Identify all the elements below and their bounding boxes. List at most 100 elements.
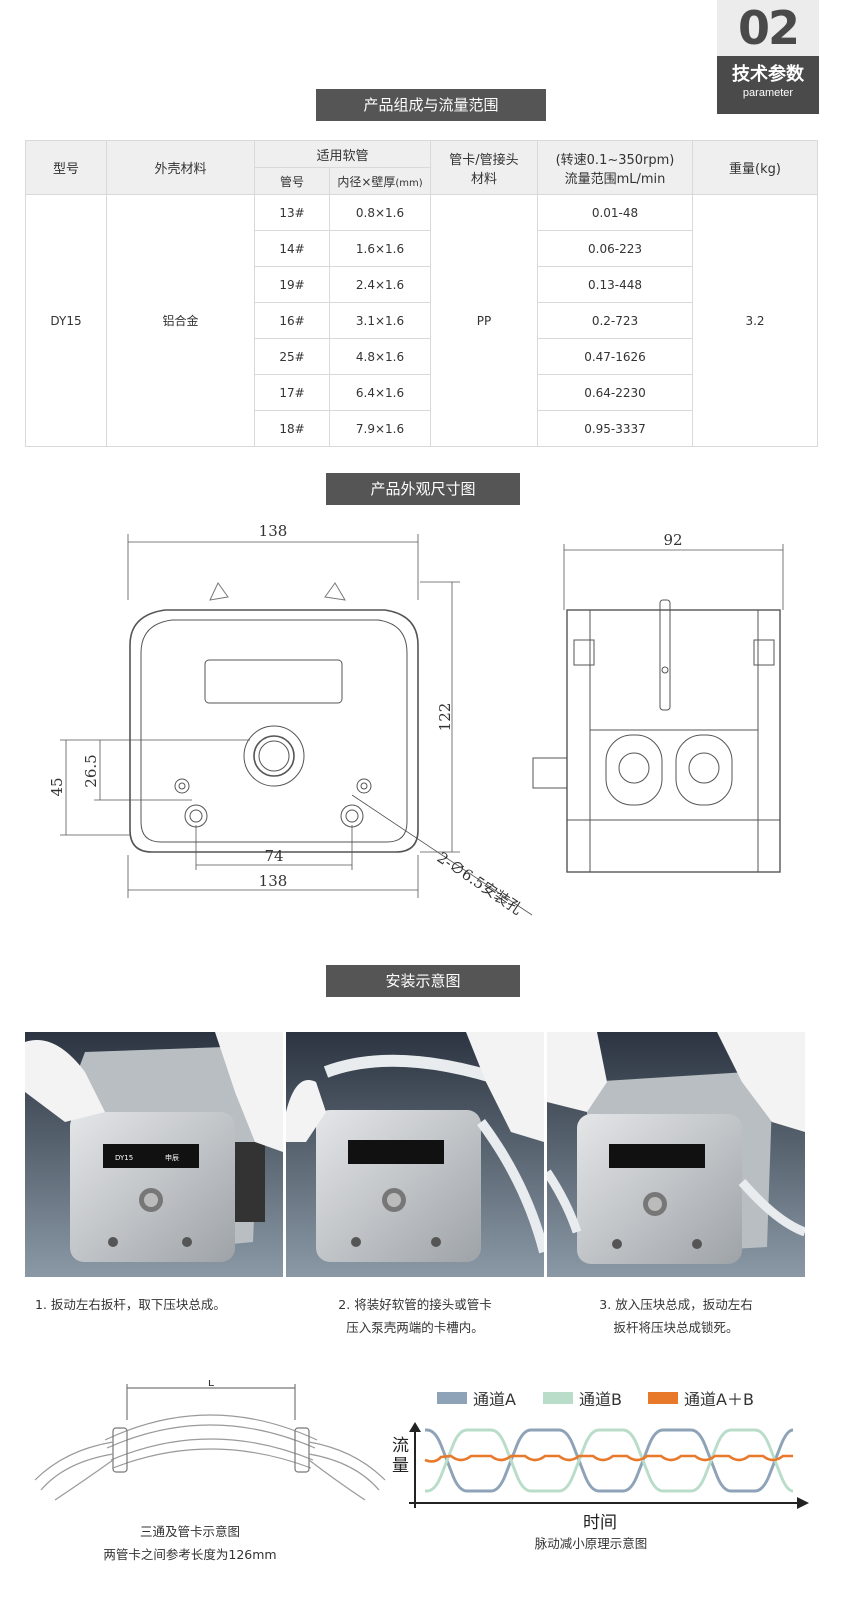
table-row: 14#1.6×1.6 0.06-223 <box>26 230 818 267</box>
tee-diagram: L <box>34 1380 386 1501</box>
th-clamp-line1: 管卡/管接头 <box>449 152 519 168</box>
legend-ab-swatch <box>648 1392 678 1404</box>
legend-b-swatch <box>543 1392 573 1404</box>
legend-ab-label: 通道A＋B <box>684 1390 754 1409</box>
cell-shell: 铝合金 <box>106 194 255 447</box>
legend-ab: 通道A＋B <box>648 1386 754 1410</box>
legend-a-swatch <box>437 1392 467 1404</box>
pulse-chart: 时间 <box>409 1422 809 1533</box>
cell-tube-dim: 3.1×1.6 <box>329 302 431 339</box>
step-1-line1: 1. 扳动左右扳杆，取下压块总成。 <box>35 1297 226 1312</box>
section-badge: 02 技术参数 parameter <box>717 0 819 114</box>
cell-flow: 0.2-723 <box>537 302 693 339</box>
cell-tube-dim: 0.8×1.6 <box>329 194 431 231</box>
section-title-installation: 安装示意图 <box>326 965 520 997</box>
th-tube-no: 管号 <box>254 167 330 195</box>
cell-flow: 0.13-448 <box>537 266 693 303</box>
th-tube-dim: 内径×壁厚(mm) <box>329 167 431 195</box>
dim-width-bottom: 138 <box>259 872 288 890</box>
series-a-line <box>425 1428 794 1493</box>
dim-hole-spacing: 74 <box>264 847 283 865</box>
th-tube-dim-unit: (mm) <box>395 177 423 189</box>
dimension-drawing: 138 138 74 92 122 45 26.5 2-∅6.5安装孔 <box>48 522 784 918</box>
cell-flow: 0.01-48 <box>537 194 693 231</box>
tee-caption: 三通及管卡示意图 两管卡之间参考长度为126mm <box>25 1520 355 1566</box>
cell-flow: 0.47-1626 <box>537 338 693 375</box>
th-clamp-line2: 材料 <box>470 171 497 187</box>
install-photo-3 <box>547 1032 805 1277</box>
cell-tube-dim: 7.9×1.6 <box>329 410 431 447</box>
photo-label-brand: 申辰 <box>165 1153 179 1162</box>
badge-subtitle: parameter <box>742 87 794 99</box>
step-2-line2: 压入泵壳两端的卡槽内。 <box>346 1320 484 1335</box>
th-shell: 外壳材料 <box>106 140 255 195</box>
dim-left-26: 26.5 <box>82 754 100 787</box>
table-row: DY15 铝合金 13# 0.8×1.6 PP 0.01-48 3.2 <box>25 194 818 447</box>
series-ab-line <box>424 1454 793 1463</box>
cell-tube-no: 14# <box>254 230 330 267</box>
cell-tube-no: 13# <box>254 194 330 231</box>
step-caption-1: 1. 扳动左右扳杆，取下压块总成。 <box>25 1293 293 1316</box>
dim-height: 122 <box>436 703 454 732</box>
th-clamp: 管卡/管接头 材料 <box>430 140 538 195</box>
dim-side-width: 92 <box>663 531 682 549</box>
cell-flow: 0.64-2230 <box>537 374 693 411</box>
pulse-xlabel: 时间 <box>583 1513 617 1533</box>
step-2-line1: 2. 将装好软管的接头或管卡 <box>338 1297 492 1312</box>
section-title-composition: 产品组成与流量范围 <box>316 89 546 121</box>
legend-a-label: 通道A <box>473 1390 516 1409</box>
table-row: 16#3.1×1.6 0.2-723 <box>26 302 818 339</box>
photo-label-model: DY15 <box>115 1154 133 1162</box>
side-view <box>532 599 781 873</box>
cell-tube-dim: 2.4×1.6 <box>329 266 431 303</box>
legend-b-label: 通道B <box>579 1390 622 1409</box>
install-photo-1: DY15 申辰 <box>25 1032 283 1277</box>
cell-model: DY15 <box>25 194 107 447</box>
th-flow: (转速0.1~350rpm) 流量范围mL/min <box>537 140 693 195</box>
spec-table-body: DY15 铝合金 13# 0.8×1.6 PP 0.01-48 3.2 14#1… <box>25 194 818 447</box>
tee-caption-1: 三通及管卡示意图 <box>139 1524 240 1539</box>
th-model: 型号 <box>25 140 107 195</box>
cell-tube-no: 17# <box>254 374 330 411</box>
section-title-dimensions: 产品外观尺寸图 <box>326 473 520 505</box>
cell-tube-no: 18# <box>254 410 330 447</box>
series-b-line <box>425 1428 794 1493</box>
th-tube: 适用软管 <box>254 140 431 168</box>
step-3-line2: 扳杆将压块总成锁死。 <box>613 1320 739 1335</box>
cell-clamp: PP <box>430 194 538 447</box>
th-tube-dim-text: 内径×壁厚 <box>337 174 396 189</box>
th-flow-line2: 流量范围mL/min <box>564 171 666 187</box>
legend-a: 通道A <box>437 1386 516 1410</box>
tee-label-L: L <box>208 1380 215 1389</box>
step-3-line1: 3. 放入压块总成，扳动左右 <box>599 1297 753 1312</box>
badge-title: 技术参数 <box>732 64 804 85</box>
dim-left-45: 45 <box>48 777 66 796</box>
pulse-ylabel: 流量 <box>392 1436 409 1476</box>
legend-b: 通道B <box>543 1386 622 1410</box>
pulse-caption: 脉动减小原理示意图 <box>534 1536 648 1551</box>
spec-table: 型号 外壳材料 适用软管 管卡/管接头 材料 (转速0.1~350rpm) 流量… <box>25 140 818 447</box>
table-row: 19#2.4×1.6 0.13-448 <box>26 266 818 303</box>
cell-weight: 3.2 <box>692 194 818 447</box>
cell-tube-no: 25# <box>254 338 330 375</box>
cell-tube-dim: 1.6×1.6 <box>329 230 431 267</box>
step-caption-3: 3. 放入压块总成，扳动左右 扳杆将压块总成锁死。 <box>547 1293 805 1339</box>
step-caption-2: 2. 将装好软管的接头或管卡 压入泵壳两端的卡槽内。 <box>286 1293 544 1339</box>
cell-tube-no: 16# <box>254 302 330 339</box>
cell-flow: 0.06-223 <box>537 230 693 267</box>
dim-hole-note: 2-∅6.5安装孔 <box>434 848 526 918</box>
table-row: 18#7.9×1.6 0.95-3337 <box>26 410 818 447</box>
dim-width-top: 138 <box>259 522 288 540</box>
badge-label: 技术参数 parameter <box>717 56 819 114</box>
table-row: 25#4.8×1.6 0.47-1626 <box>26 338 818 375</box>
front-view <box>129 582 419 853</box>
install-photo-2 <box>286 1032 544 1277</box>
th-weight: 重量(kg) <box>692 140 818 195</box>
cell-tube-no: 19# <box>254 266 330 303</box>
cell-flow: 0.95-3337 <box>537 410 693 447</box>
cell-tube-dim: 4.8×1.6 <box>329 338 431 375</box>
tee-caption-2: 两管卡之间参考长度为126mm <box>103 1547 277 1562</box>
th-flow-line1: (转速0.1~350rpm) <box>555 152 675 168</box>
badge-number: 02 <box>717 0 819 56</box>
